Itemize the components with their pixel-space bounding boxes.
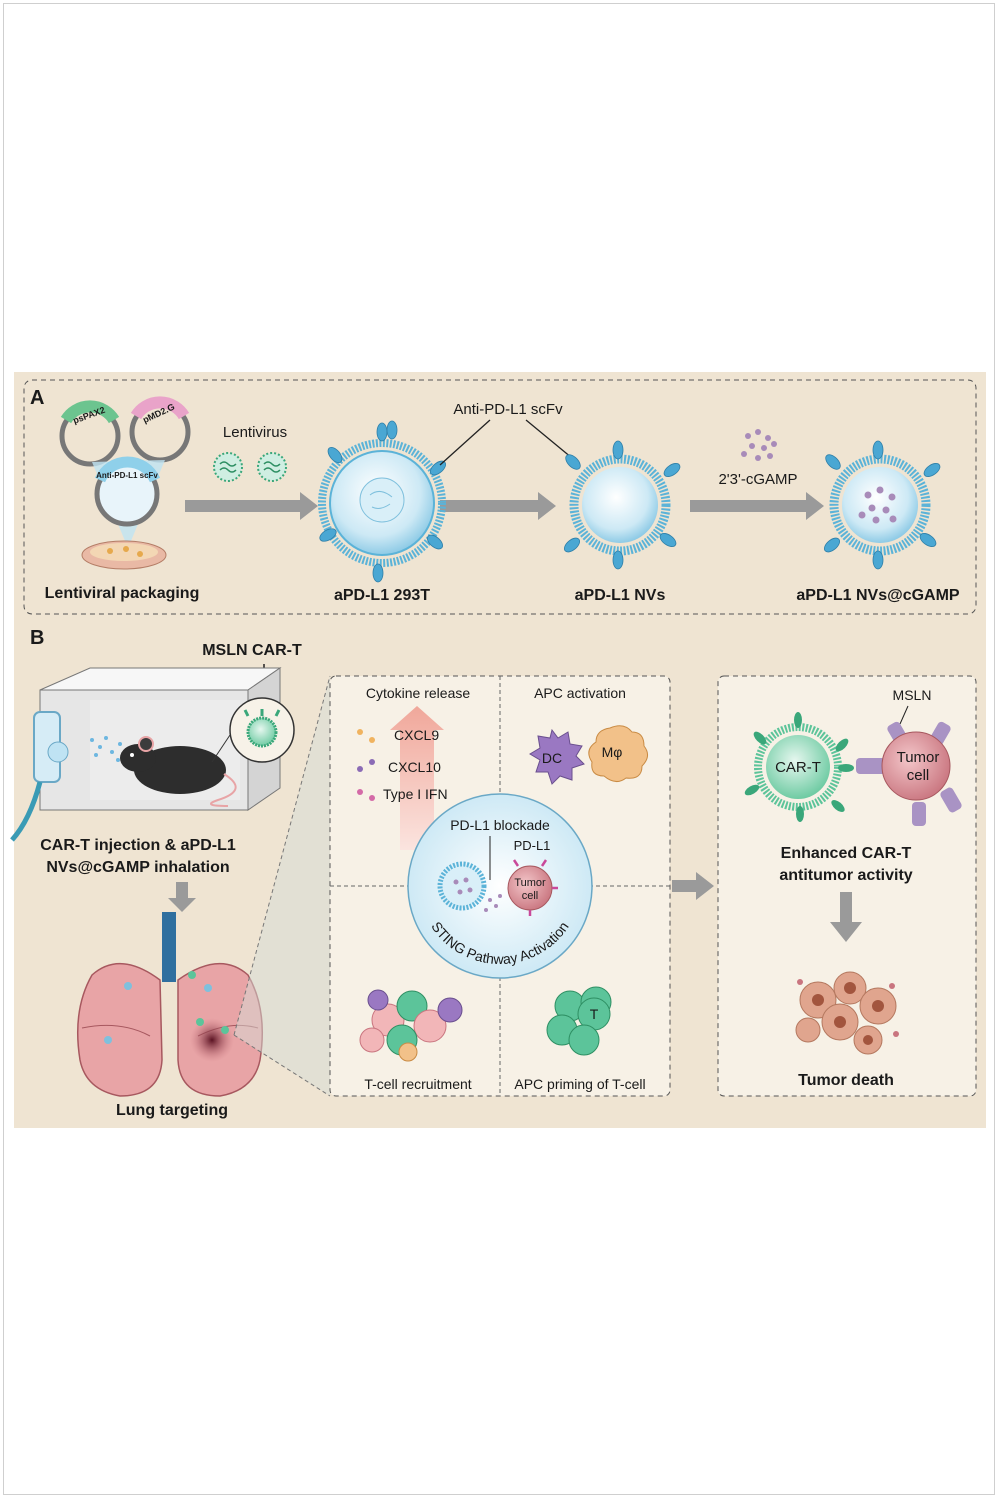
dc-label: DC bbox=[542, 750, 562, 766]
lung-targeting-label: Lung targeting bbox=[116, 1102, 228, 1119]
lentivirus-label: Lentivirus bbox=[223, 424, 287, 441]
step-label-packaging: Lentiviral packaging bbox=[45, 585, 200, 602]
apdl1-nv-cgamp-icon bbox=[823, 440, 941, 570]
t-cell-recruitment-title: T-cell recruitment bbox=[364, 1076, 471, 1092]
zoom-wedge bbox=[234, 676, 330, 1096]
zoom-wedge-bottom bbox=[233, 1034, 331, 1097]
panel-a-border bbox=[23, 379, 977, 615]
right-tumor-label-1: Tumor bbox=[897, 749, 940, 766]
msln-label: MSLN bbox=[893, 687, 932, 703]
ifn-dot-icon bbox=[357, 789, 363, 795]
msln-cart-label: MSLN CAR-T bbox=[202, 642, 302, 659]
ifn-dot-icon-2 bbox=[369, 795, 375, 801]
cgamp-molecules-icon bbox=[741, 429, 777, 461]
apdl1-293t-cell-icon bbox=[318, 420, 447, 583]
car-t-cell-icon bbox=[744, 712, 854, 822]
nebulizer-icon bbox=[10, 711, 69, 842]
msln-pointer bbox=[899, 705, 909, 725]
enhanced-label-line2: antitumor activity bbox=[779, 867, 912, 884]
released-cgamp-icon bbox=[484, 894, 502, 912]
zoom-pointer-line bbox=[211, 734, 231, 763]
enhanced-label-line1: Enhanced CAR-T bbox=[781, 845, 912, 862]
scfv-pointer-left bbox=[439, 419, 491, 466]
injection-label-line2: NVs@cGAMP inhalation bbox=[46, 859, 229, 876]
target-tumor-cell-icon bbox=[856, 721, 962, 826]
pdl1-blockade-label: PD-L1 blockade bbox=[450, 817, 550, 833]
plasmid-scfv-label: Anti-PD-L1 scFv bbox=[96, 471, 158, 480]
plasmid-pspax2-icon bbox=[59, 400, 121, 467]
petri-dish-icon bbox=[81, 540, 167, 570]
dendritic-cell-icon bbox=[529, 728, 585, 785]
panel-b-letter: B bbox=[30, 627, 44, 649]
arrow-right-box bbox=[672, 872, 714, 900]
macrophage-icon bbox=[588, 725, 648, 782]
right-tumor-label-2: cell bbox=[907, 767, 930, 784]
scfv-label: Anti-PD-L1 scFv bbox=[453, 401, 563, 418]
cxcl10-dot-icon bbox=[357, 766, 363, 772]
cxcl9-dot-icon bbox=[357, 729, 363, 735]
center-pdl1-label: PD-L1 bbox=[514, 838, 551, 853]
arrow-down-death bbox=[830, 892, 862, 942]
t-cell-priming-icon bbox=[546, 986, 612, 1056]
injection-label-line1: CAR-T injection & aPD-L1 bbox=[40, 837, 236, 854]
lentivirus-icon bbox=[213, 452, 287, 482]
cxcl9-dot-icon-2 bbox=[369, 737, 375, 743]
panel-a-letter: A bbox=[30, 387, 44, 409]
mphi-label: Mφ bbox=[602, 744, 623, 760]
apc-activation-title: APC activation bbox=[534, 685, 626, 701]
plasmid-scfv-icon bbox=[94, 456, 161, 527]
cytokine-arrow bbox=[390, 706, 444, 850]
arrow-a3 bbox=[690, 492, 824, 520]
zoom-wedge-top bbox=[233, 675, 331, 1036]
t-label: T bbox=[590, 1006, 599, 1022]
step-label-nvs: aPD-L1 NVs bbox=[575, 587, 666, 604]
t-cell-cluster-icon bbox=[359, 989, 463, 1062]
car-t-label: CAR-T bbox=[775, 759, 821, 776]
lungs-icon bbox=[76, 912, 264, 1097]
cxcl9-label: CXCL9 bbox=[394, 727, 439, 743]
apdl1-nv-icon bbox=[563, 440, 681, 570]
arrow-a1 bbox=[185, 492, 318, 520]
step-label-nvs-cgamp: aPD-L1 NVs@cGAMP bbox=[796, 587, 960, 604]
sting-circle bbox=[407, 793, 593, 979]
tumor-death-label: Tumor death bbox=[798, 1072, 894, 1089]
center-vesicle-icon bbox=[437, 861, 487, 911]
scfv-pointer-right bbox=[525, 419, 573, 459]
ifn-label: Type I IFN bbox=[383, 786, 448, 802]
plasmid-pmd2g-icon bbox=[129, 396, 191, 463]
apc-priming-title: APC priming of T-cell bbox=[514, 1076, 645, 1092]
dead-tumor-cells-icon bbox=[795, 971, 899, 1055]
page-frame bbox=[3, 3, 995, 1495]
center-tumor-cell-icon bbox=[507, 859, 558, 916]
mouse-icon bbox=[120, 736, 237, 807]
arrow-a2 bbox=[440, 492, 556, 520]
cxcl10-dot-icon-2 bbox=[369, 759, 375, 765]
step-label-293t: aPD-L1 293T bbox=[334, 587, 430, 604]
cytokine-release-title: Cytokine release bbox=[366, 685, 470, 701]
car-t-zoom-icon bbox=[229, 697, 295, 763]
arrow-down-lungs bbox=[168, 882, 196, 912]
center-tumor-label-2: cell bbox=[522, 890, 539, 902]
center-tumor-label-1: Tumor bbox=[514, 877, 546, 889]
cxcl10-label: CXCL10 bbox=[388, 759, 441, 775]
cgamp-label: 2'3'-cGAMP bbox=[718, 471, 797, 488]
